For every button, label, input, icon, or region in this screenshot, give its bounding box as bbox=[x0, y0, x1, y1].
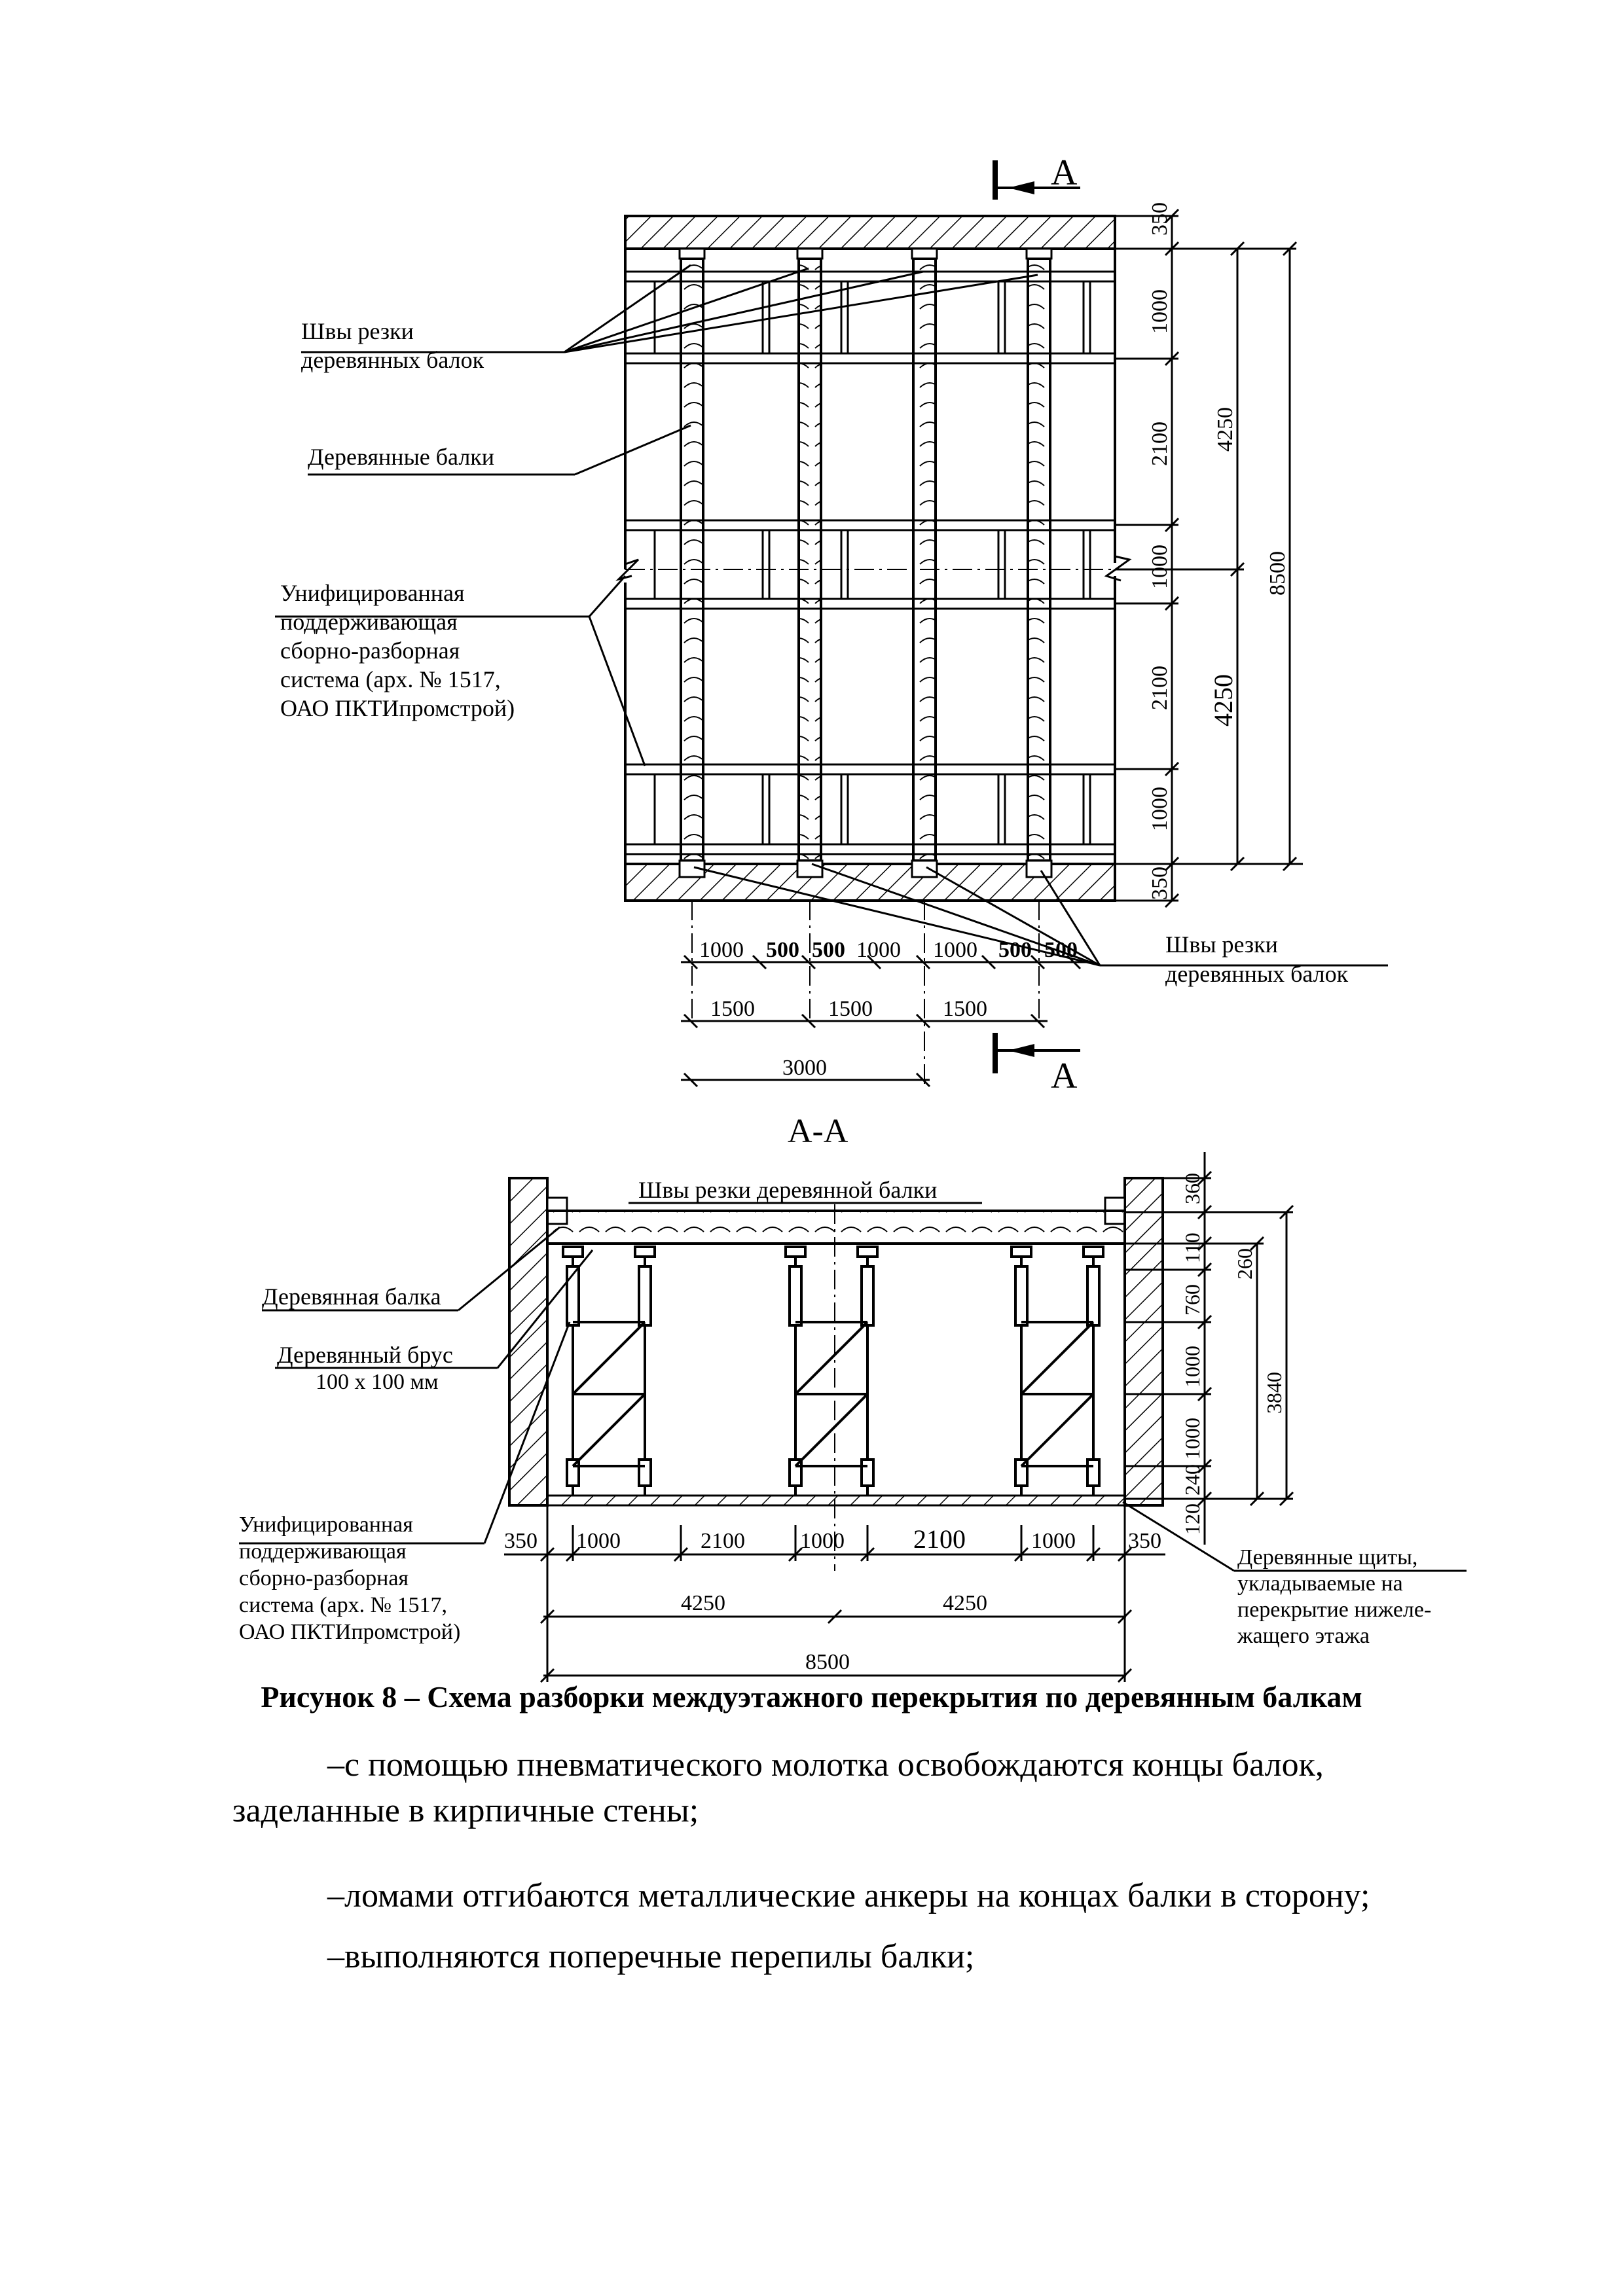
section-dim-260: 260 bbox=[1233, 1248, 1256, 1280]
label-support-3: сборно-разборная bbox=[280, 637, 460, 664]
tower-2 bbox=[784, 1246, 879, 1496]
beam-3 bbox=[912, 257, 937, 862]
section-label-shields-4: жащего этажа bbox=[1237, 1624, 1370, 1648]
plan-dim-1000-a: 1000 bbox=[1148, 289, 1172, 334]
label-cut-seams-bottom-2: деревянных балок bbox=[1165, 961, 1349, 987]
plan-dim-b-1500-2: 1500 bbox=[828, 997, 873, 1021]
beam-4 bbox=[1027, 257, 1051, 862]
section-dim-b-4250-1: 4250 bbox=[681, 1591, 725, 1615]
label-beams: Деревянные балки bbox=[308, 444, 494, 470]
section-dim-1000-a: 1000 bbox=[1180, 1346, 1204, 1388]
label-cut-seams-bottom-1: Швы резки bbox=[1165, 931, 1278, 958]
section-label-shields-3: перекрытие нижеле- bbox=[1237, 1598, 1431, 1622]
plan-dim-350-top: 350 bbox=[1148, 202, 1172, 236]
plan-dim-8500: 8500 bbox=[1266, 551, 1290, 596]
section-letter-top: А bbox=[1051, 152, 1078, 193]
plan-dim-b-1500-1: 1500 bbox=[710, 997, 755, 1021]
plan-wall-top bbox=[624, 215, 1116, 250]
plan-dim-b-500-3: 500 bbox=[998, 938, 1032, 962]
section-dim-b-350-2: 350 bbox=[1128, 1529, 1161, 1553]
plan-dim-b-1000-2: 1000 bbox=[856, 938, 901, 962]
section-dim-360: 360 bbox=[1180, 1173, 1204, 1204]
plan-dim-350-bottom: 350 bbox=[1148, 867, 1172, 900]
section-dim-b-4250-2: 4250 bbox=[943, 1591, 987, 1615]
section-dim-b-1000-2: 1000 bbox=[800, 1529, 845, 1553]
paragraph-3: –выполняются поперечные перепилы балки; bbox=[327, 1938, 975, 1975]
figure-caption: Рисунок 8 – Схема разборки междуэтажного… bbox=[261, 1680, 1362, 1713]
section-label-cut-seam: Швы резки деревянной балки bbox=[638, 1177, 937, 1203]
plan-dim-2100-a: 2100 bbox=[1148, 422, 1172, 466]
section-label-shields-1: Деревянные щиты, bbox=[1237, 1545, 1417, 1570]
plan-dim-b-1000-3: 1000 bbox=[933, 938, 977, 962]
wooden-beams bbox=[678, 247, 1053, 878]
section-marker-bottom: А bbox=[993, 1033, 1080, 1096]
plan-view: А А Швы резки деревянных бало bbox=[275, 152, 1388, 1096]
section-label-support-4: система (арх. № 1517, bbox=[239, 1593, 447, 1617]
plan-dim-2100-b: 2100 bbox=[1148, 666, 1172, 710]
section-floor-shields bbox=[546, 1494, 1126, 1507]
section-dim-1000-b: 1000 bbox=[1180, 1418, 1204, 1460]
section-dim-110: 110 bbox=[1180, 1232, 1204, 1263]
plan-dim-1000-c: 1000 bbox=[1148, 787, 1172, 831]
section-dims-bottom bbox=[504, 1505, 1165, 1683]
label-cut-seams-1: Швы резки bbox=[301, 318, 414, 344]
label-support-5: ОАО ПКТИпромстрой) bbox=[280, 695, 515, 721]
section-wooden-beam bbox=[546, 1210, 1126, 1245]
label-cut-seams-2: деревянных балок bbox=[301, 347, 484, 373]
label-support-2: поддерживающая bbox=[280, 609, 458, 635]
plan-dims-right bbox=[1115, 208, 1303, 908]
label-support-1: Унифицированная bbox=[280, 580, 465, 606]
support-posts bbox=[653, 281, 1091, 844]
section-dim-b-8500: 8500 bbox=[805, 1650, 850, 1674]
plan-dim-b-3000: 3000 bbox=[782, 1056, 827, 1080]
section-dim-b-2100-2: 2100 bbox=[913, 1524, 966, 1554]
plan-leaders bbox=[275, 264, 1388, 967]
plan-dims-bottom bbox=[681, 954, 1087, 1088]
paragraph-1: –с помощью пневматического молотка освоб… bbox=[232, 1746, 1324, 1829]
section-label-support-5: ОАО ПКТИпромстрой) bbox=[239, 1620, 460, 1644]
section-label-support-1: Унифицированная bbox=[239, 1513, 413, 1537]
label-support-4: система (арх. № 1517, bbox=[280, 666, 501, 692]
plan-dim-4250-a: 4250 bbox=[1213, 407, 1237, 452]
paragraph-2: –ломами отгибаются металлические анкеры … bbox=[327, 1877, 1370, 1914]
section-label-support-3: сборно-разборная bbox=[239, 1566, 409, 1590]
section-letter-bottom: А bbox=[1051, 1056, 1078, 1096]
section-wall-left bbox=[508, 1177, 549, 1507]
section-label-timber-1: Деревянный брус bbox=[277, 1342, 453, 1368]
section-label-shields-2: укладываемые на bbox=[1237, 1571, 1403, 1596]
plan-dim-1000-b: 1000 bbox=[1148, 545, 1172, 589]
plan-dim-4250-b: 4250 bbox=[1209, 674, 1238, 726]
tower-1 bbox=[562, 1246, 656, 1496]
section-dim-b-2100-1: 2100 bbox=[701, 1529, 745, 1553]
section-marker-top: А bbox=[993, 152, 1080, 200]
support-towers bbox=[562, 1246, 1104, 1496]
plan-dim-b-1000-1: 1000 bbox=[699, 938, 744, 962]
beam-1 bbox=[680, 257, 704, 862]
section-dim-b-350-1: 350 bbox=[504, 1529, 538, 1553]
plan-dim-b-500-1: 500 bbox=[766, 938, 799, 962]
section-dim-760: 760 bbox=[1180, 1284, 1204, 1316]
plan-dim-b-1500-3: 1500 bbox=[943, 997, 987, 1021]
section-title: А-А bbox=[788, 1113, 848, 1150]
section-dim-240: 240 bbox=[1180, 1464, 1204, 1496]
section-dims-right bbox=[1125, 1152, 1294, 1545]
section-dim-b-1000-3: 1000 bbox=[1031, 1529, 1076, 1553]
section-wall-right bbox=[1123, 1177, 1164, 1507]
section-dim-3840: 3840 bbox=[1262, 1372, 1286, 1414]
section-leaders bbox=[239, 1202, 1467, 1572]
section-label-support-2: поддерживающая bbox=[239, 1539, 407, 1564]
section-label-timber-2: 100 х 100 мм bbox=[316, 1370, 439, 1394]
beam-2 bbox=[797, 257, 822, 862]
plan-dim-b-500-4: 500 bbox=[1044, 938, 1078, 962]
section-dim-120: 120 bbox=[1180, 1503, 1204, 1535]
tower-3 bbox=[1010, 1246, 1104, 1496]
plan-dim-b-500-2: 500 bbox=[812, 938, 845, 962]
section-label-beam: Деревянная балка bbox=[262, 1283, 441, 1310]
section-view: А-А bbox=[239, 1113, 1467, 1683]
section-dim-b-1000-1: 1000 bbox=[576, 1529, 621, 1553]
